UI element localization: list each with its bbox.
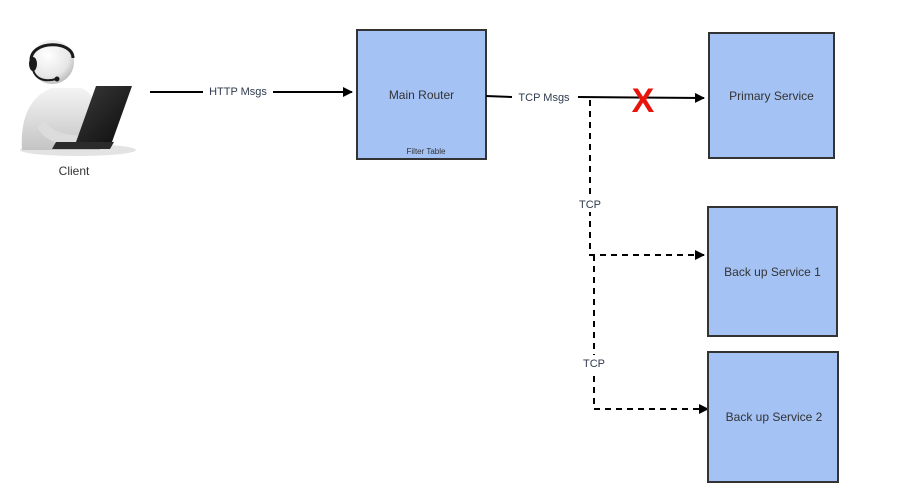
primary-service-label: Primary Service [729, 89, 814, 103]
node-backup-service-2[interactable]: Back up Service 2 [707, 351, 839, 483]
edge-router-to-backup-1: TCP [574, 100, 705, 260]
node-backup-service-1[interactable]: Back up Service 1 [707, 206, 838, 337]
edge-router-to-backup-2: TCP [578, 255, 709, 414]
node-primary-service[interactable]: Primary Service [708, 32, 835, 159]
node-main-router[interactable]: Main Router Filter Table [356, 29, 487, 160]
edge-label-tcp-backup-1: TCP [579, 199, 601, 211]
edge-router-to-primary: TCP Msgs X [485, 82, 705, 120]
edge-client-to-router: HTTP Msgs [150, 84, 353, 99]
edge-label-tcp-msgs: TCP Msgs [518, 92, 570, 104]
backup-service-2-label: Back up Service 2 [726, 410, 823, 424]
backup-service-1-label: Back up Service 1 [724, 265, 821, 279]
edge-label-tcp-backup-2: TCP [583, 358, 605, 370]
failure-x-mark: X [632, 82, 655, 120]
filter-table-label: Filter Table [407, 147, 447, 156]
client-icon [20, 40, 136, 156]
client-label: Client [59, 164, 90, 178]
main-router-label: Main Router [389, 88, 454, 102]
edge-label-http-msgs: HTTP Msgs [209, 86, 267, 98]
